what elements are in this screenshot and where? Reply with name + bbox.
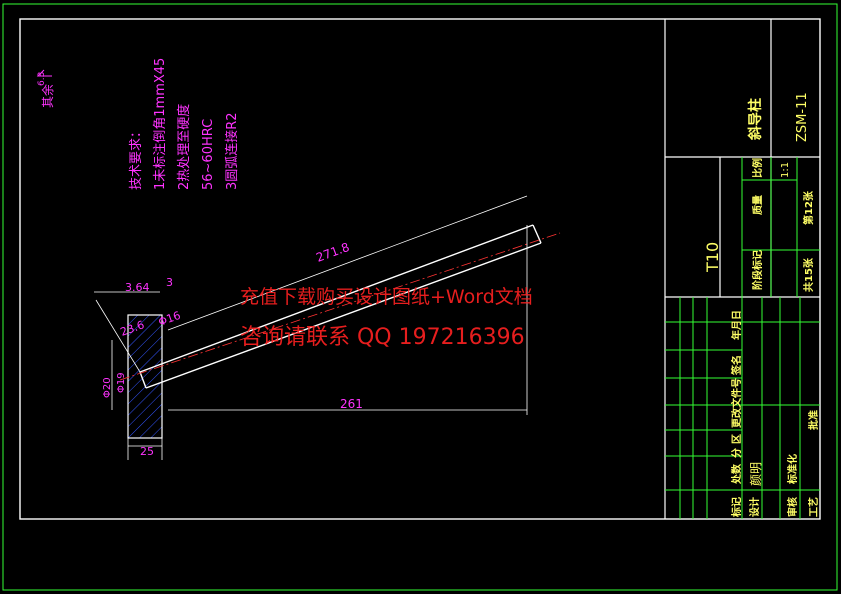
date-label-group: 年月日 <box>730 310 743 340</box>
sheet-no: 第12张 <box>802 190 815 225</box>
dim-ext-lower <box>95 299 141 373</box>
weight-label-group: 质量 <box>751 195 764 215</box>
pin-start <box>139 371 147 389</box>
drawing-no: ZSM-11 <box>795 92 810 142</box>
review-label: 审核 <box>786 497 799 517</box>
drawing-no-group: ZSM-11 <box>795 92 810 142</box>
sheet-no-group: 第12张 <box>802 190 815 225</box>
zone-label-group: 区 <box>731 434 743 444</box>
zone-label: 区 <box>731 434 743 444</box>
total-sheets: 共15张 <box>802 257 815 292</box>
pin-edge-top <box>139 224 534 373</box>
pin-end <box>532 224 542 244</box>
pin-edge-bottom <box>145 242 542 389</box>
tech-requirements: 技术要求： 1未标注倒角1mmX45 2热处理至硬度 56~60HRC 3圆弧连… <box>129 58 240 190</box>
approve-group: 批准 <box>807 410 820 430</box>
roughness-value: 6.3 <box>37 72 47 86</box>
tech-title: 技术要求： <box>129 125 144 190</box>
base-plate <box>127 314 163 439</box>
dim-364-label: 3.64 <box>125 281 150 294</box>
roughness-note: 其余 6.3 <box>37 72 55 108</box>
dim-d19-label: Φ19 <box>116 372 127 393</box>
ratio-value-group: 1:1 <box>780 162 791 178</box>
designer-label-group: 设计 <box>748 497 761 517</box>
tb-grid-lower <box>665 297 820 519</box>
inner-border <box>19 18 821 520</box>
change-doc-group: 更改文件号 <box>730 378 743 428</box>
title-block <box>664 19 820 519</box>
part-name-group: 斜导柱 <box>747 98 764 141</box>
standardize-label: 标准化 <box>786 454 799 485</box>
dim-25-label: 25 <box>140 445 154 458</box>
zone-split-label: 分 <box>730 448 743 458</box>
designer-name: 颜明 <box>748 462 763 486</box>
tech-req-4: 3圆弧连接R2 <box>224 112 240 190</box>
signature-label-group: 签名 <box>730 355 743 376</box>
date-label: 年月日 <box>730 310 743 340</box>
ratio-label-group: 比例 <box>751 158 764 178</box>
watermark-line-2: 咨询请联系 QQ 197216396 <box>240 325 525 350</box>
tech-req-1: 1未标注倒角1mmX45 <box>153 58 168 190</box>
count-label-group: 处数 <box>730 463 743 485</box>
dim-d20-label: Φ20 <box>102 377 113 398</box>
designer-name-group: 颜明 <box>748 462 763 486</box>
process-group: 工艺 <box>807 497 820 517</box>
change-doc-label: 更改文件号 <box>730 378 743 428</box>
mark-label: 标记 <box>730 497 743 518</box>
total-sheets-group: 共15张 <box>802 257 815 292</box>
material-group: T10 <box>703 242 722 273</box>
dim-line-length <box>167 195 528 331</box>
watermark-line-1: 充值下载购买设计图纸+Word文档 <box>240 286 533 308</box>
stage-label: 阶段标记 <box>751 250 764 290</box>
ratio-label: 比例 <box>751 158 764 178</box>
approve-label: 批准 <box>807 410 820 430</box>
count-label: 处数 <box>730 463 743 485</box>
mark-label-group: 标记 <box>730 497 743 518</box>
pin-centerline <box>119 232 561 381</box>
zone-split-group: 分 <box>730 448 743 458</box>
ratio-value: 1:1 <box>780 162 791 178</box>
signature-label: 签名 <box>730 355 743 376</box>
part-name: 斜导柱 <box>747 98 764 141</box>
inclined-pin <box>119 224 561 389</box>
tech-req-3: 56~60HRC <box>201 119 216 190</box>
roughness-label: 其余 <box>40 84 55 108</box>
dim-length-label: 271.8 <box>314 240 351 265</box>
process-label: 工艺 <box>807 497 820 517</box>
dim-d19-group: Φ19 <box>116 372 127 393</box>
dim-271-group: 271.8 <box>314 240 351 265</box>
stage-label-group: 阶段标记 <box>751 250 764 290</box>
tech-req-2: 2热处理至硬度 <box>176 104 192 190</box>
designer-label: 设计 <box>748 497 761 517</box>
material: T10 <box>703 242 722 273</box>
standardize-group: 标准化 <box>786 454 799 485</box>
dim-d20-group: Φ20 <box>102 377 113 398</box>
review-group: 审核 <box>786 497 799 517</box>
outer-border <box>2 3 838 591</box>
dim-base-label: 261 <box>340 397 363 411</box>
tb-grid-upper <box>741 157 820 297</box>
weight-label: 质量 <box>751 195 764 215</box>
dimension-lines <box>94 195 528 460</box>
roughness-symbol <box>36 69 52 77</box>
dim-3-label: 3 <box>166 276 173 289</box>
